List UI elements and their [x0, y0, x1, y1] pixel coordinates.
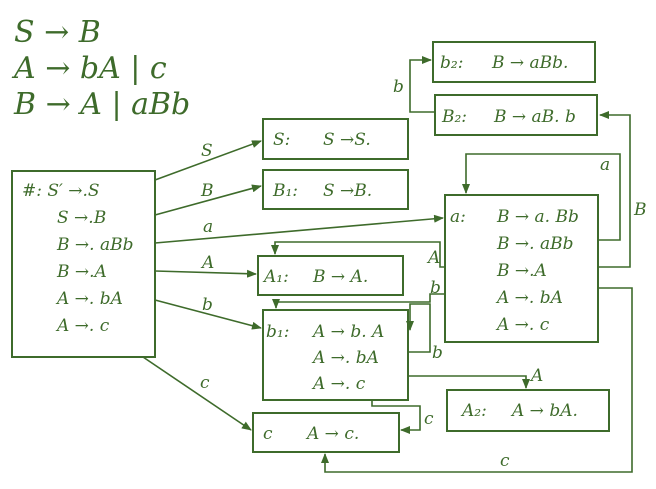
edge-label-a-to-a1-from-a: A: [426, 248, 440, 268]
edge-label-s: S: [201, 141, 213, 161]
edge-label-b-top: b: [393, 77, 404, 97]
state-c-box: [252, 412, 400, 453]
state-c-label: c: [263, 424, 273, 444]
state-a1-box: [257, 255, 404, 296]
state-start-line-2: S →.B: [57, 208, 106, 228]
edge-a-to-b2-upper: [598, 111, 631, 268]
state-s-box: [262, 118, 409, 160]
state-start-line-1: #: S′ →.S: [22, 181, 100, 201]
state-start-line-6: A →. c: [55, 316, 110, 336]
state-a-line-1: B → a. Bb: [496, 207, 579, 227]
edge-label-c-self: c: [424, 409, 434, 429]
state-start-line-4: B →.A: [56, 262, 107, 282]
state-start: #: S′ →.S S →.B B →. aBb B →.A A →. bA A…: [22, 181, 133, 336]
grammar-rule-3: B → A | aBb: [13, 87, 190, 122]
grammar-rule-1: S → B: [14, 15, 101, 50]
state-start-line-3: B →. aBb: [56, 235, 133, 255]
state-b2-top-item: B → aBb.: [491, 53, 568, 73]
state-start-line-5: A →. bA: [55, 289, 123, 309]
state-a1-item: B → A.: [312, 267, 368, 287]
edge-start-to-b-lower: [154, 299, 262, 330]
state-a2-label: A₂:: [460, 401, 487, 421]
state-a: a: B → a. Bb B →. aBb B →.A A →. bA A →.…: [450, 207, 579, 335]
state-b-lower-box: [262, 309, 409, 401]
state-a-line-5: A →. c: [495, 315, 550, 335]
edge-start-to-s: [154, 140, 262, 181]
state-b2-upper-label: B₂:: [441, 107, 467, 127]
edge-label-b-to-b2: B: [633, 200, 647, 220]
grammar-rules: S → B A → bA | c B → A | aBb: [11, 15, 190, 122]
state-a1-label: A₁:: [262, 267, 289, 287]
edge-a-self-loop: [462, 153, 621, 241]
edge-start-to-a: [154, 214, 444, 244]
state-s-item: S →S.: [323, 130, 371, 150]
edge-label-a-to-a1: A: [200, 253, 214, 273]
edge-a-to-b-lower: [272, 293, 445, 309]
state-b2-upper-item: B → aB. b: [493, 107, 576, 127]
edge-label-b-to-b1: B: [200, 181, 214, 201]
edge-b-lower-self-loop: [406, 303, 431, 353]
state-b2-top-label: b₂:: [440, 53, 463, 73]
state-a-box: [444, 194, 599, 343]
state-c-item: A → c.: [305, 424, 359, 444]
edge-a-to-c: [321, 287, 633, 473]
edge-b-lower-to-a2: [408, 375, 530, 389]
state-b1-label: B₁:: [272, 181, 298, 201]
edge-start-to-b1: [154, 184, 262, 216]
state-b1-item: S →B.: [323, 181, 372, 201]
state-a2-box: [446, 389, 610, 432]
edge-start-to-a1: [154, 269, 257, 278]
state-b-lower-line-1: A → b. A: [311, 322, 384, 342]
edge-label-a-to-a2: A: [529, 366, 543, 386]
edge-label-b-from-a: b: [430, 278, 441, 298]
state-b-lower-line-3: A →. c: [311, 374, 366, 394]
edge-label-c-to-c: c: [200, 373, 210, 393]
edge-label-b-self: b: [432, 343, 443, 363]
edge-label-b-to-b-lower: b: [202, 295, 213, 315]
state-a-line-2: B →. aBb: [496, 234, 573, 254]
state-b-lower-line-2: A →. bA: [311, 348, 379, 368]
state-a-line-3: B →.A: [496, 261, 547, 281]
state-a-line-4: A →. bA: [495, 288, 563, 308]
edge-label-c-bottom: c: [500, 451, 510, 471]
state-b2-top-box: [432, 41, 596, 83]
state-b1-box: [262, 169, 409, 210]
edge-start-to-c: [142, 356, 252, 431]
state-b2-upper-box: [434, 94, 598, 136]
edge-b2-upper-to-b2-top: [409, 56, 435, 113]
state-s-label: S:: [273, 130, 290, 150]
state-a-label: a:: [450, 207, 466, 227]
state-a2-item: A → bA.: [510, 401, 578, 421]
grammar-rule-2: A → bA | c: [11, 51, 167, 86]
edge-label-a-self: a: [600, 155, 610, 175]
state-start-box: [11, 170, 156, 358]
edge-a-to-a1: [271, 241, 445, 268]
state-b-lower-label: b₁:: [266, 322, 289, 342]
edge-b-lower-to-c: [371, 400, 421, 434]
edge-label-a-to-a: a: [203, 217, 213, 237]
state-b-lower: b₁: A → b. A A →. bA A →. c: [266, 322, 384, 394]
